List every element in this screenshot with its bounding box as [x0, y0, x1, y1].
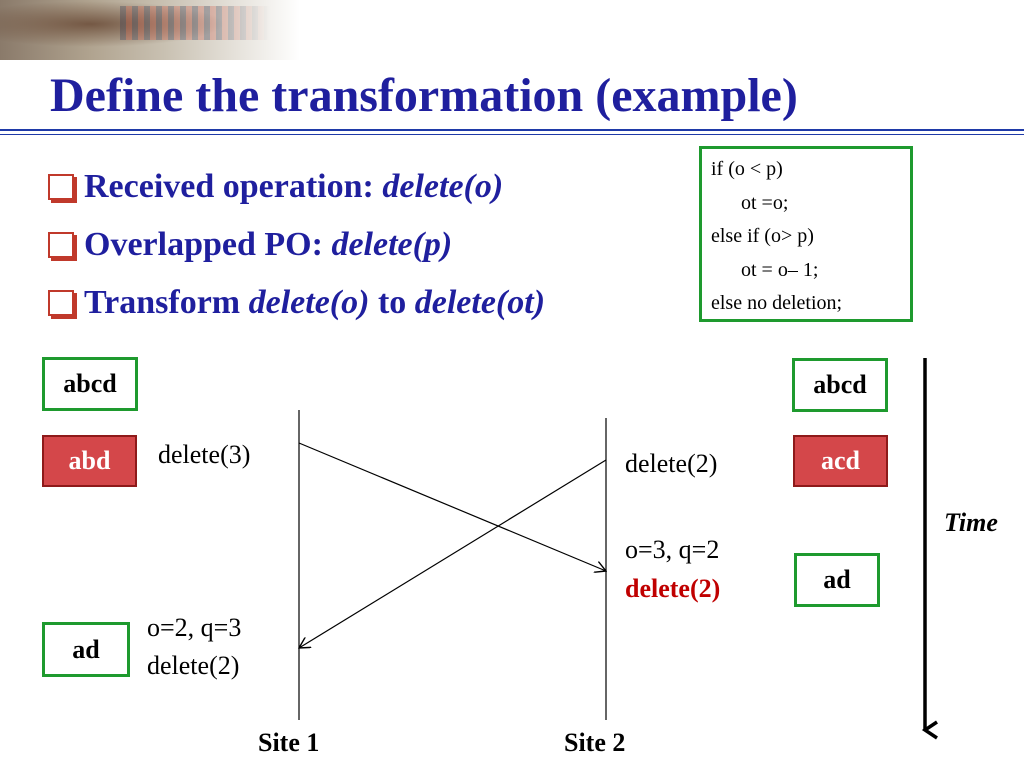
site2-label: Site 2	[564, 728, 626, 757]
site2-remote-params: o=3, q=2	[625, 535, 720, 564]
bullet-italic-term: delete(o)	[382, 168, 504, 205]
bullet-italic-term: delete(p)	[331, 226, 453, 263]
site2-local-operation: delete(2)	[625, 449, 718, 478]
code-line: ot = o– 1;	[741, 258, 819, 281]
code-line: else if (o> p)	[711, 225, 814, 247]
site2-transformed-operation: delete(2)	[625, 574, 721, 603]
bullet-transform: Transform delete(o) to delete(ot)	[48, 274, 545, 332]
site1-state-after-local: abd	[42, 435, 137, 487]
site2-state-final: ad	[794, 553, 880, 607]
code-line: else no deletion;	[711, 292, 843, 314]
header-photo	[0, 0, 300, 60]
code-line: if (o < p)	[711, 158, 783, 180]
site1-local-operation: delete(3)	[158, 440, 251, 469]
site1-remote-params: o=2, q=3	[147, 613, 242, 642]
site1-label: Site 1	[258, 728, 320, 757]
site1-state-final: ad	[42, 622, 130, 677]
message-site1-to-site2	[298, 442, 606, 571]
time-axis-label: Time	[944, 508, 998, 537]
checkbox-bullet-icon	[48, 290, 74, 316]
title-divider	[0, 129, 1024, 131]
site2-state-after-local: acd	[793, 435, 888, 487]
checkbox-bullet-icon	[48, 174, 74, 200]
bullet-text: Overlapped PO:	[84, 226, 332, 263]
site1-state-initial: abcd	[42, 357, 138, 411]
slide-title: Define the transformation (example)	[50, 69, 798, 122]
bullet-list: Received operation: delete(o) Overlapped…	[48, 158, 545, 332]
site2-state-initial: abcd	[792, 358, 888, 412]
message-site2-to-site1	[299, 459, 607, 648]
bullet-connector-text: to	[369, 284, 415, 321]
bullet-italic-term-2: delete(ot)	[414, 284, 546, 321]
transformation-rule-box: if (o < p) ot =o; else if (o> p) ot = o–…	[699, 146, 913, 322]
bullet-text: Received operation:	[84, 168, 383, 205]
title-divider-thin	[0, 134, 1024, 135]
bullet-italic-term: delete(o)	[248, 284, 370, 321]
bullet-received-operation: Received operation: delete(o)	[48, 158, 545, 216]
code-line: ot =o;	[741, 191, 789, 214]
bullet-text: Transform	[84, 284, 249, 321]
bullet-overlapped-po: Overlapped PO: delete(p)	[48, 216, 545, 274]
checkbox-bullet-icon	[48, 232, 74, 258]
site1-remote-operation: delete(2)	[147, 651, 240, 680]
